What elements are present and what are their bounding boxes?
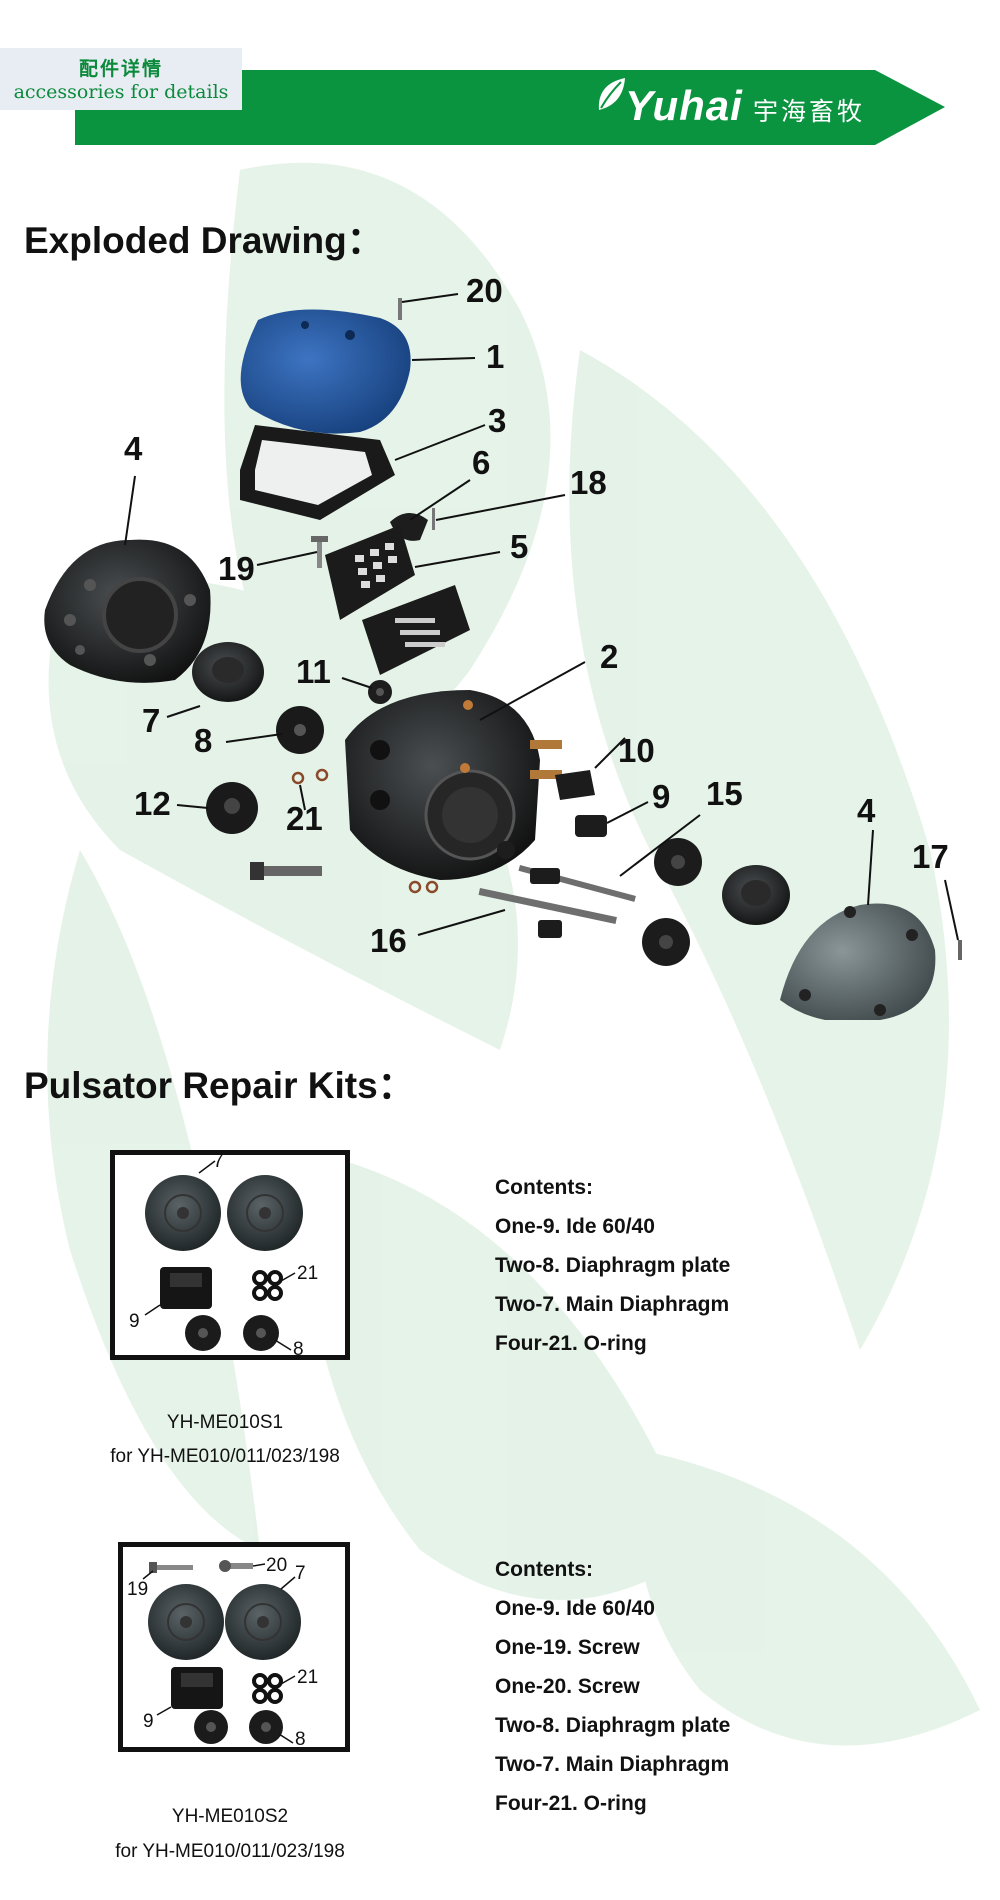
kit-2-content-item: Two-8. Diaphragm plate (495, 1714, 731, 1737)
repair-kits-title: Pulsator Repair Kits： (24, 1065, 415, 1106)
callout-number: 6 (472, 444, 490, 481)
callout-number: 21 (286, 800, 323, 837)
callout-number: 7 (142, 702, 160, 739)
kit-2-content-item: One-19. Screw (495, 1636, 640, 1659)
accessories-label-en: accessories for details (13, 81, 229, 103)
kit-2-label: 7 (295, 1563, 306, 1584)
callout-number: 12 (134, 785, 171, 822)
kit-1-label: 21 (297, 1263, 318, 1284)
kit-1-content-item: Four-21. O-ring (495, 1332, 647, 1355)
callout-number: 4 (124, 430, 143, 467)
exploded-drawing-title: Exploded Drawing： (24, 220, 384, 261)
kit-1-code: YH-ME010S1 (166, 1412, 284, 1433)
kit-2-compat: for YH-ME010/011/023/198 (115, 1841, 345, 1862)
callout-number: 11 (296, 653, 331, 690)
callout-number: 15 (706, 775, 743, 812)
kit-2-contents: Contents: One-9. Ide 60/40 One-19. Screw… (495, 1558, 730, 1831)
kit-1-contents-title: Contents: (495, 1176, 593, 1199)
kit-2-label: 19 (127, 1579, 148, 1600)
kit-1-parts: 7 21 9 8 (129, 1151, 318, 1360)
callout-number: 18 (570, 464, 607, 501)
part-cover (240, 309, 411, 434)
accessories-label-cn: 配件详情 (78, 58, 163, 80)
callout-number: 16 (370, 922, 407, 959)
kit-2-label: 8 (295, 1729, 306, 1747)
brand-name-cn: 宇海畜牧 (753, 97, 866, 126)
kit-1-label: 8 (293, 1339, 304, 1355)
callout-number: 20 (466, 272, 503, 309)
leaf-icon (598, 78, 625, 110)
brand-name: Yuhai (625, 82, 743, 129)
header-band (75, 70, 945, 145)
callout-number: 9 (652, 778, 670, 815)
kit-2-code: YH-ME010S2 (171, 1806, 289, 1827)
kit-2-label: 21 (297, 1667, 318, 1688)
exploded-drawing: 20 1 3 4 6 18 19 5 2 11 7 8 10 9 15 12 2… (44, 272, 962, 1020)
kit-1-compat: for YH-ME010/011/023/198 (110, 1446, 340, 1467)
accessories-label-box: 配件详情 accessories for details (0, 48, 242, 110)
callout-number: 4 (857, 792, 876, 829)
kit-1-label: 7 (213, 1155, 224, 1172)
kit-2-parts: 20 19 7 21 9 8 (127, 1555, 318, 1750)
callout-number: 19 (218, 550, 255, 587)
kit-2-content-item: Four-21. O-ring (495, 1792, 647, 1815)
kit-2-label: 20 (266, 1555, 287, 1576)
kit-2-contents-title: Contents: (495, 1558, 593, 1581)
kit-2-label: 9 (143, 1711, 154, 1732)
callout-number: 17 (912, 838, 949, 875)
callout-number: 10 (618, 732, 655, 769)
kit-2-content-item: Two-7. Main Diaphragm (495, 1753, 730, 1776)
kit-2-content-item: One-9. Ide 60/40 (495, 1597, 655, 1620)
kit-1-content-item: Two-8. Diaphragm plate (495, 1254, 731, 1277)
kit-2-image: 20 19 7 21 9 8 (118, 1542, 350, 1752)
watermark-logo (47, 162, 980, 1746)
callout-number: 1 (486, 338, 504, 375)
part-end-cover-right (780, 903, 936, 1020)
callout-number: 5 (510, 528, 528, 565)
brand-logo: Yuhai 宇海畜牧 (595, 70, 975, 140)
callout-number: 3 (488, 402, 506, 439)
kit-1-content-item: One-9. Ide 60/40 (495, 1215, 655, 1238)
kit-2-content-item: One-20. Screw (495, 1675, 640, 1698)
kit-1-content-item: Two-7. Main Diaphragm (495, 1293, 730, 1316)
kit-1-image: 7 21 9 8 (110, 1150, 350, 1360)
kit-1-label: 9 (129, 1311, 140, 1332)
callout-number: 2 (600, 638, 618, 675)
kit-1-contents: Contents: One-9. Ide 60/40 Two-8. Diaphr… (495, 1176, 730, 1371)
callout-number: 8 (194, 722, 212, 759)
